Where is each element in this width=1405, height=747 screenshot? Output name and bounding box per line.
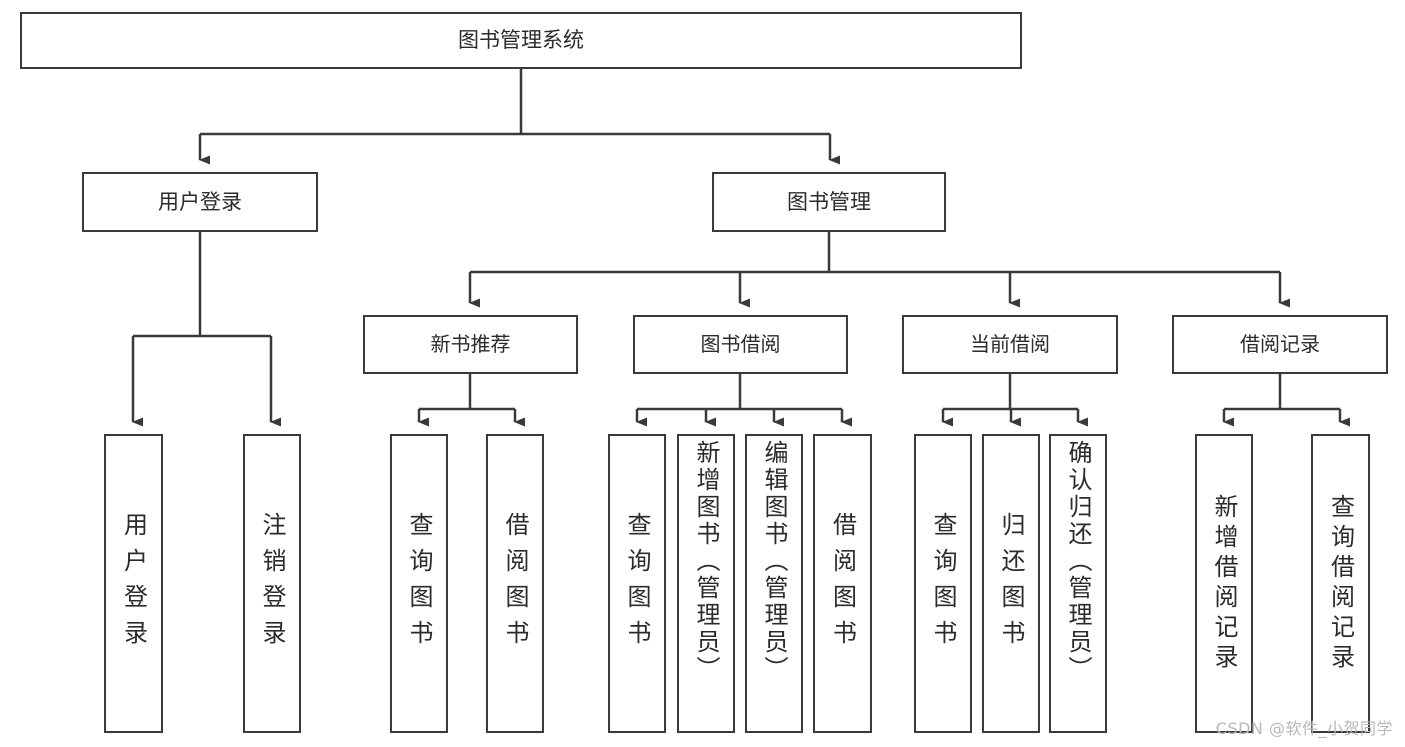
- leaf-node-label: 确认归还（管理员）: [1064, 440, 1092, 683]
- node-level2-borrow-record[interactable]: 借阅记录: [1172, 315, 1388, 374]
- leaf-node-label: 编辑图书（管理员）: [760, 440, 788, 683]
- node-level1-user-login-label: 用户登录: [158, 189, 242, 214]
- csdn-watermark: CSDN @软件_小贺同学: [1215, 719, 1393, 738]
- node-level2-current-borrow-label: 当前借阅: [970, 332, 1050, 356]
- node-level2-book-borrow[interactable]: 图书借阅: [633, 315, 848, 374]
- leaf-node-label: 归还图书: [997, 511, 1025, 656]
- leaf-node-label: 注销登录: [258, 511, 286, 656]
- leaf-node-label: 查询图书: [929, 511, 957, 656]
- leaf-node[interactable]: 注销登录: [243, 434, 301, 733]
- leaf-node[interactable]: 借阅图书: [486, 434, 544, 733]
- node-level1-user-login[interactable]: 用户登录: [82, 172, 318, 232]
- leaf-node[interactable]: 新增图书（管理员）: [677, 434, 735, 733]
- leaf-node[interactable]: 确认归还（管理员）: [1049, 434, 1107, 733]
- leaf-node[interactable]: 归还图书: [982, 434, 1040, 733]
- leaf-node-label: 查询借阅记录: [1326, 493, 1355, 674]
- leaf-node[interactable]: 查询图书: [608, 434, 666, 733]
- leaf-node-label: 用户登录: [119, 511, 148, 656]
- node-level2-book-borrow-label: 图书借阅: [700, 332, 781, 356]
- leaf-node[interactable]: 编辑图书（管理员）: [745, 434, 803, 733]
- leaf-node-label: 查询图书: [405, 511, 433, 656]
- leaf-node[interactable]: 新增借阅记录: [1195, 434, 1253, 733]
- node-level2-borrow-record-label: 借阅记录: [1240, 332, 1320, 356]
- node-level2-new-book-recommend[interactable]: 新书推荐: [363, 315, 578, 374]
- leaf-node-label: 新增图书（管理员）: [692, 440, 720, 683]
- node-level1-book-management[interactable]: 图书管理: [712, 172, 946, 232]
- leaf-node[interactable]: 查询图书: [390, 434, 448, 733]
- leaf-node-label: 借阅图书: [828, 511, 857, 656]
- leaf-node-label: 查询图书: [623, 511, 651, 656]
- leaf-node[interactable]: 用户登录: [104, 434, 163, 733]
- leaf-node-label: 新增借阅记录: [1210, 493, 1238, 674]
- leaf-node[interactable]: 查询借阅记录: [1311, 434, 1370, 733]
- node-root-label: 图书管理系统: [458, 28, 584, 53]
- leaf-node-label: 借阅图书: [501, 511, 529, 656]
- leaf-node[interactable]: 查询图书: [914, 434, 972, 733]
- node-level1-book-management-label: 图书管理: [787, 189, 871, 214]
- leaf-node[interactable]: 借阅图书: [813, 434, 872, 733]
- node-level2-new-book-recommend-label: 新书推荐: [430, 332, 511, 356]
- node-level2-current-borrow[interactable]: 当前借阅: [902, 315, 1118, 374]
- node-root[interactable]: 图书管理系统: [20, 12, 1022, 69]
